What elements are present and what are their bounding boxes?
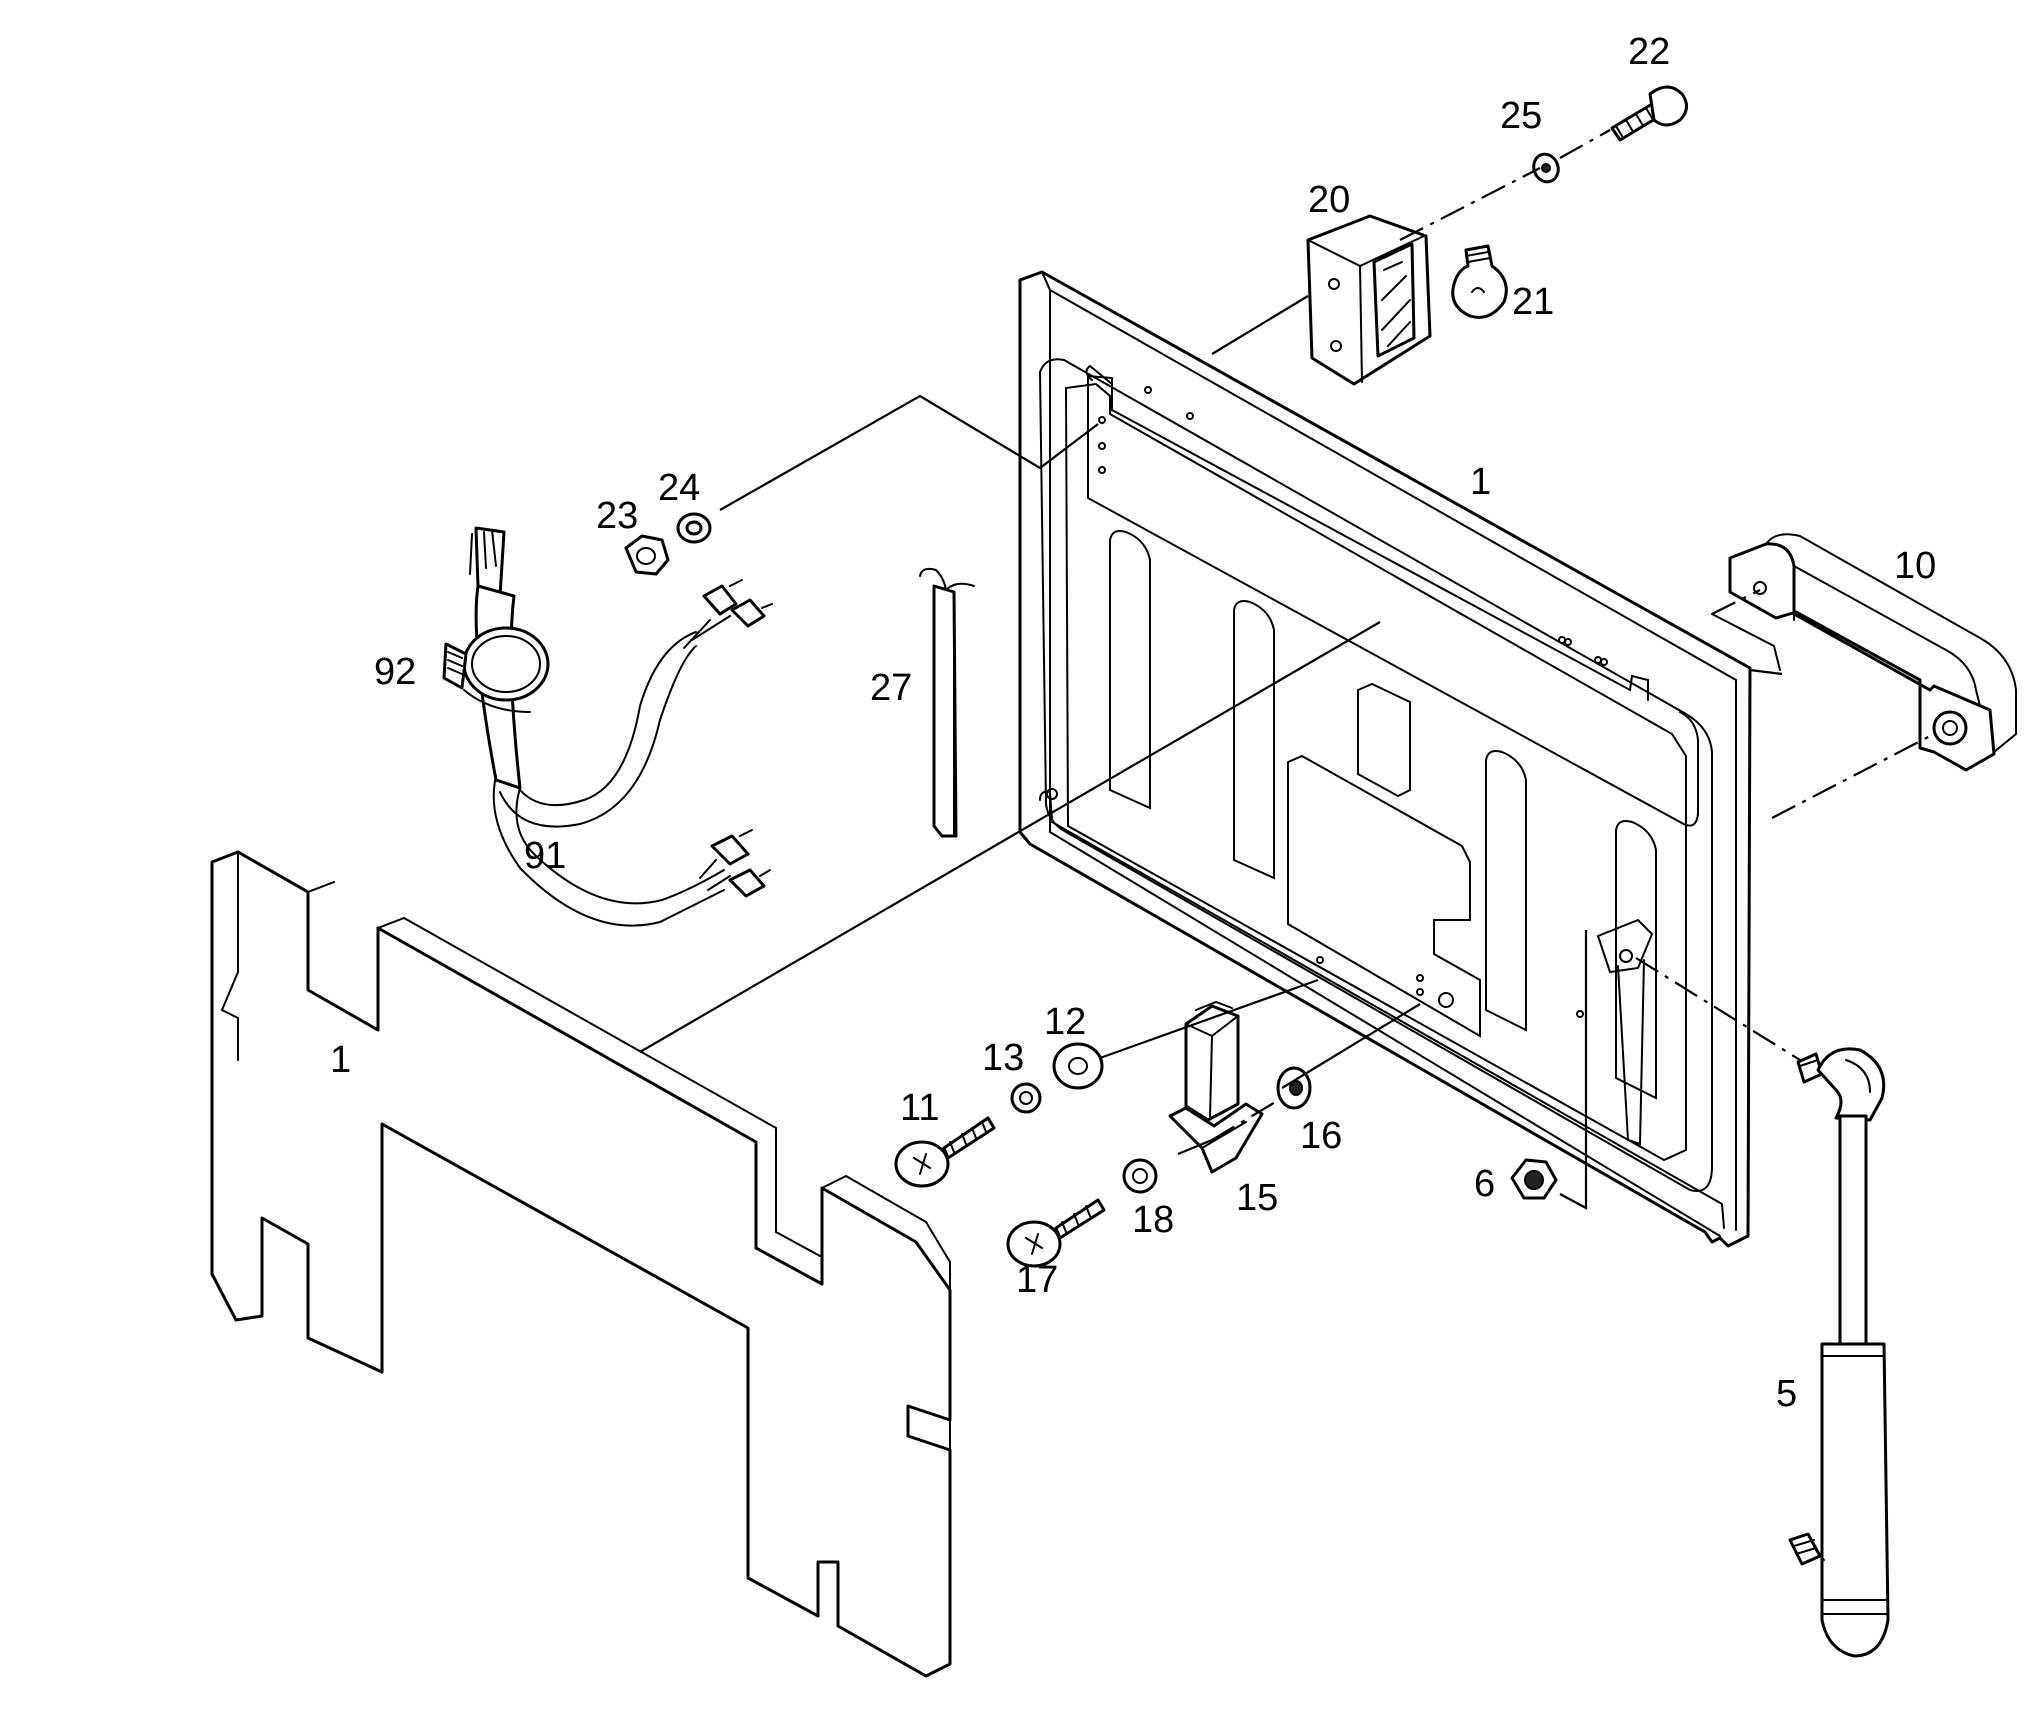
screw-22 — [1605, 85, 1688, 142]
callout-10: 10 — [1894, 545, 1936, 587]
washer-13 — [1010, 1082, 1042, 1114]
callout-20: 20 — [1308, 179, 1350, 221]
callout-11: 11 — [900, 1087, 939, 1129]
washer-12 — [1052, 1042, 1104, 1090]
screw-11 — [894, 1116, 996, 1188]
callout-25: 25 — [1500, 95, 1542, 137]
lamp-bulb — [1451, 244, 1508, 319]
callout-16: 16 — [1300, 1115, 1342, 1157]
gas-strut — [1788, 1047, 1890, 1658]
insulation-panel — [210, 850, 952, 1678]
nut-23 — [624, 534, 670, 576]
callout-22: 22 — [1628, 31, 1670, 73]
assembly-lines — [639, 129, 1935, 1210]
washer-16 — [1276, 1066, 1312, 1110]
callout-91: 91 — [524, 835, 566, 877]
callout-18: 18 — [1132, 1199, 1174, 1241]
screw-17 — [1006, 1198, 1106, 1268]
callout-5: 5 — [1776, 1373, 1797, 1415]
nut-6 — [1510, 1158, 1558, 1200]
wiring-harness — [442, 526, 773, 927]
callout-27: 27 — [870, 667, 912, 709]
callout-17: 17 — [1016, 1259, 1058, 1301]
callout-15: 15 — [1236, 1177, 1278, 1219]
callout-6: 6 — [1474, 1163, 1495, 1205]
seal-strip — [919, 567, 975, 838]
callout-13: 13 — [982, 1037, 1024, 1079]
callouts: 22 25 20 21 1 24 23 10 92 27 91 1 12 13 … — [330, 31, 1936, 1415]
washer-18 — [1122, 1158, 1158, 1194]
callout-23: 23 — [596, 495, 638, 537]
callout-92: 92 — [374, 651, 416, 693]
door-panel — [1018, 270, 1752, 1248]
washer-25 — [1532, 152, 1560, 184]
lamp-housing — [1306, 214, 1432, 386]
callout-1-insulation: 1 — [330, 1039, 351, 1081]
callout-24: 24 — [658, 467, 700, 509]
handle — [1728, 533, 2017, 772]
callout-12: 12 — [1044, 1001, 1086, 1043]
callout-21: 21 — [1512, 281, 1554, 323]
callout-1-door: 1 — [1470, 461, 1491, 503]
washer-24 — [676, 512, 712, 544]
